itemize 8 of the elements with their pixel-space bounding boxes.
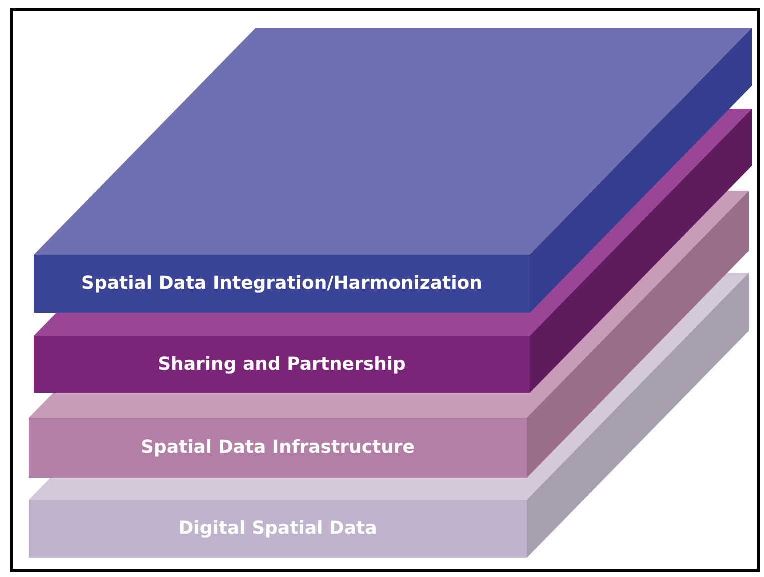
layer-label: Digital Spatial Data	[178, 518, 378, 540]
layer-label: Spatial Data Infrastructure	[140, 437, 416, 459]
layer-slab	[34, 255, 530, 313]
layer-slab	[29, 500, 527, 558]
layer-label: Sharing and Partnership	[157, 354, 407, 376]
layer-label: Spatial Data Integration/Harmonization	[80, 273, 484, 295]
layer-slab	[34, 336, 530, 393]
layer-slab	[29, 418, 527, 478]
